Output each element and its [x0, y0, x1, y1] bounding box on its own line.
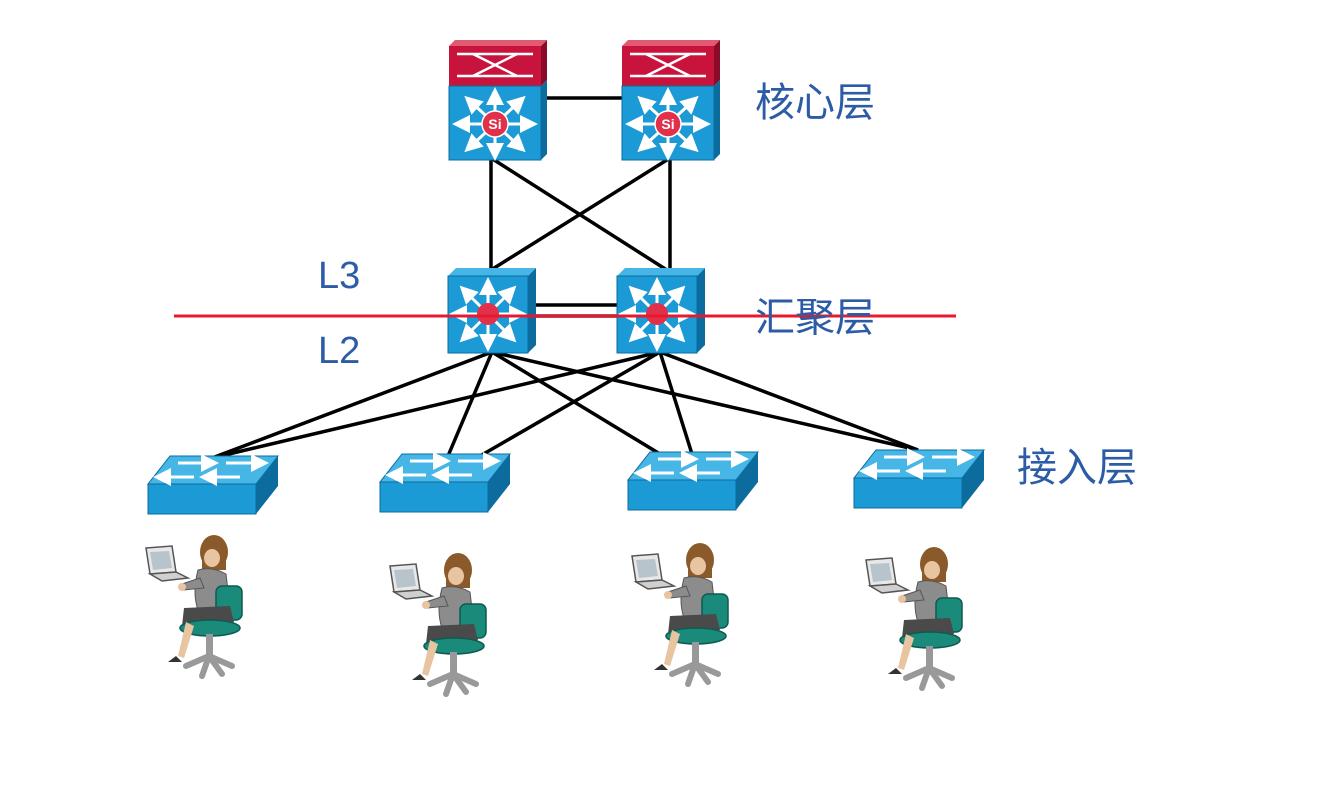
- l2-label: L2: [318, 330, 360, 372]
- dist-access-link: [659, 350, 919, 452]
- dist-access-link: [491, 350, 661, 456]
- access-switch-3: [628, 452, 758, 510]
- user-3: [632, 543, 728, 684]
- dist-access-link: [211, 350, 493, 460]
- user-2: [390, 553, 486, 694]
- dist-access-link: [446, 351, 494, 457]
- core-switch-right: Si: [622, 38, 720, 160]
- access-layer-label: 接入层: [1017, 445, 1137, 491]
- distribution-switch-left: [448, 268, 536, 353]
- core-layer-label: 核心层: [755, 80, 875, 126]
- distribution-switch-right: [617, 268, 705, 353]
- access-switch-4: [854, 450, 984, 508]
- dist-access-link: [479, 350, 661, 458]
- dist-access-link: [211, 350, 661, 460]
- distribution-layer-label: 汇聚层: [755, 295, 875, 341]
- access-switch-1: [148, 456, 278, 514]
- si-label: Si: [488, 116, 501, 132]
- core-dist-link: [490, 156, 671, 272]
- si-label: Si: [661, 116, 674, 132]
- links: [211, 96, 919, 460]
- core-switch-left: Si: [449, 38, 547, 160]
- dist-access-link: [658, 351, 694, 455]
- dist-access-link: [491, 350, 919, 452]
- user-1: [146, 535, 242, 676]
- access-switch-2: [380, 454, 510, 512]
- user-4: [866, 547, 962, 688]
- l3-label: L3: [318, 255, 360, 297]
